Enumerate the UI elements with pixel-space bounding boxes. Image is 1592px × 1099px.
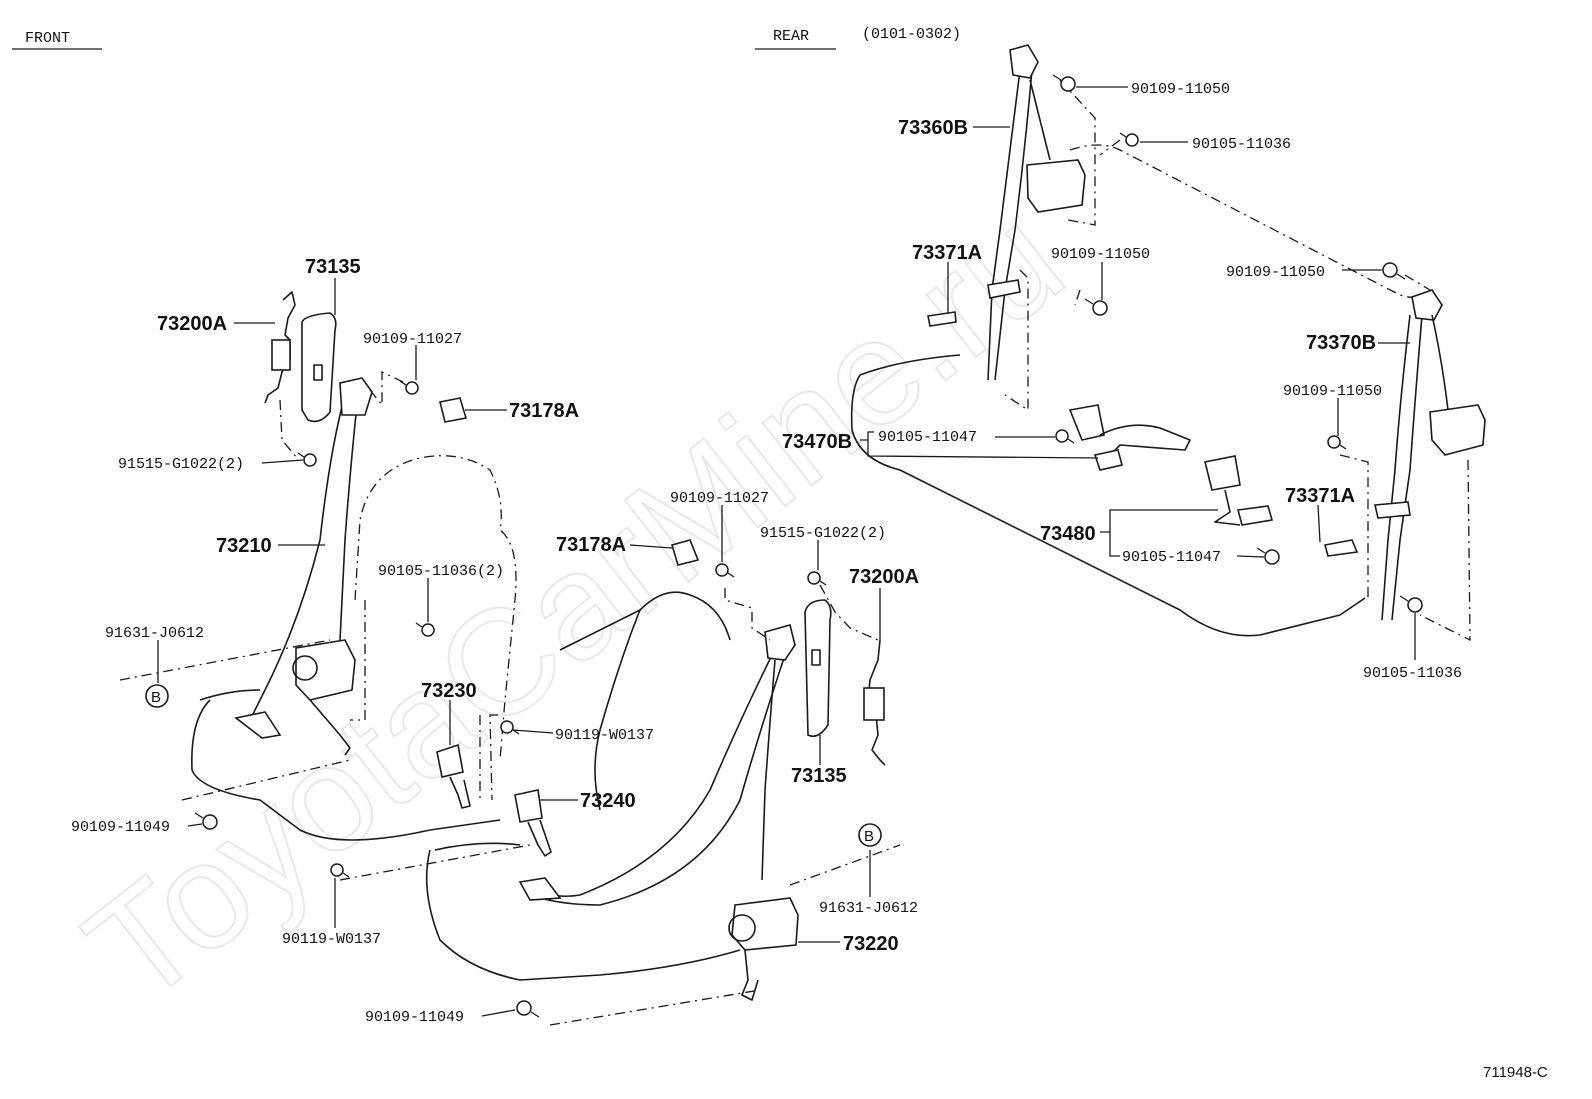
label-73360B: 73360B: [898, 117, 968, 139]
watermark: ToyotaCarMine.ru: [55, 173, 1093, 1036]
svg-text:B: B: [864, 828, 874, 845]
label-90105-11047-upper: 90105-11047: [878, 429, 977, 446]
svg-text:ToyotaCarMine.ru: ToyotaCarMine.ru: [56, 174, 1092, 1035]
part-73135-lower-trim: [804, 599, 832, 738]
label-73178A-mid: 73178A: [556, 534, 626, 556]
label-73210: 73210: [216, 535, 272, 557]
bolt-90105-11036-2: [415, 622, 435, 637]
label-73200A-right: 73200A: [849, 566, 919, 588]
label-90109-11027-left: 90109-11027: [363, 331, 462, 348]
label-73135-lower: 73135: [791, 765, 847, 787]
label-73480: 73480: [1040, 523, 1096, 545]
svg-text:FRONT: FRONT: [25, 30, 70, 47]
label-73135-upper: 73135: [305, 256, 361, 278]
bolt-90105-11036-bottom: [1399, 595, 1423, 613]
bolt-90105-11036-top: [1119, 132, 1139, 147]
label-73240: 73240: [580, 790, 636, 812]
bolt-90105-11047-lower: [1256, 547, 1280, 565]
label-90109-11050-mid: 90109-11050: [1051, 246, 1150, 263]
label-90105-11047-lower: 90105-11047: [1122, 549, 1221, 566]
label-73470B: 73470B: [782, 431, 852, 453]
label-73178A-left: 73178A: [509, 400, 579, 422]
label-90119-W0137-low: 90119-W0137: [282, 931, 381, 948]
part-73240-buckle: [514, 789, 552, 857]
bolt-90109-11050-top: [1052, 74, 1076, 92]
bolt-90109-11027-mid: [715, 563, 735, 578]
front-section-heading: FRONT: [12, 30, 102, 50]
bolt-90105-11047-upper: [1055, 429, 1075, 444]
label-91515-G1022-left: 91515-G1022(2): [118, 456, 244, 473]
label-91631-J0612-left: 91631-J0612: [105, 625, 204, 642]
bolts: [194, 74, 1423, 1018]
label-90105-11036-bottom: 90105-11036: [1363, 665, 1462, 682]
label-73370B: 73370B: [1306, 332, 1376, 354]
bolt-90109-11049-left: [194, 812, 218, 830]
rear-production-range: (0101-0302): [862, 26, 961, 43]
leader-lines: [157, 86, 1416, 1017]
label-90105-11036-2: 90105-11036(2): [378, 563, 504, 580]
part-73200A-upper-anchor: [264, 291, 296, 404]
label-90109-11027-mid: 90109-11027: [670, 490, 769, 507]
bolt-90109-11027-left: [399, 380, 419, 395]
callout-B-left: B: [145, 684, 169, 708]
part-73178A-center-clip: [670, 539, 700, 566]
label-90109-11049-low: 90109-11049: [365, 1009, 464, 1026]
front-left-seat-drawing: [119, 370, 517, 841]
bolt-90109-11050-right: [1382, 262, 1406, 280]
callout-B-right: B: [858, 823, 882, 847]
bolt-90109-11050-low: [1327, 435, 1347, 450]
label-73200A-upper: 73200A: [157, 313, 227, 335]
svg-text:B: B: [151, 689, 161, 706]
part-73230-buckle: [436, 743, 471, 809]
svg-text:REAR: REAR: [773, 28, 809, 45]
bolt-90109-11050-mid: [1084, 298, 1108, 316]
rear-section-heading: REAR: [755, 28, 836, 50]
label-90109-11050-low: 90109-11050: [1283, 383, 1382, 400]
label-91631-J0612-right: 91631-J0612: [819, 900, 918, 917]
label-90109-11050-top: 90109-11050: [1131, 81, 1230, 98]
bolt-90119-W0137-low: [330, 863, 350, 878]
label-90105-11036-top: 90105-11036: [1192, 136, 1291, 153]
label-90109-11050-right: 90109-11050: [1226, 264, 1325, 281]
label-73230: 73230: [421, 680, 477, 702]
rear-seat-drawing: [850, 44, 1486, 642]
diagram-code: 711948-C: [1483, 1064, 1548, 1081]
label-90109-11049-left: 90109-11049: [71, 819, 170, 836]
label-73371A-right: 73371A: [1285, 485, 1355, 507]
part-73135-upper-trim: [301, 312, 337, 423]
label-91515-G1022-mid: 91515-G1022(2): [760, 525, 886, 542]
label-73371A-left: 73371A: [912, 242, 982, 264]
label-90119-W0137-mid: 90119-W0137: [555, 727, 654, 744]
part-73178A-left-clip: [439, 397, 468, 423]
part-73200A-lower-anchor: [863, 639, 886, 766]
label-73220: 73220: [843, 933, 899, 955]
front-right-seat-drawing: [339, 584, 901, 1026]
part-labels: 73135 73200A 90109-11027 73178A 91515-G1…: [71, 81, 1462, 1026]
bolt-91515-mid: [807, 571, 827, 586]
bolt-91515-left: [297, 452, 317, 467]
bolt-90109-11049-low: [516, 1000, 540, 1018]
